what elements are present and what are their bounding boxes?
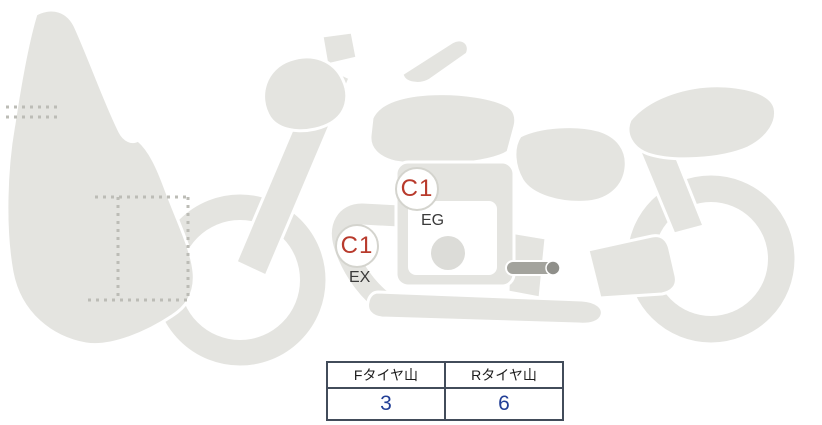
condition-code-ex: C1 xyxy=(340,232,374,259)
left-mirror xyxy=(320,30,359,67)
condition-code-eg: C1 xyxy=(400,175,434,202)
condition-label-ex: EX xyxy=(349,269,371,286)
condition-marker-ex: C1 xyxy=(335,224,379,268)
swingarm xyxy=(586,234,678,300)
cowl-stitch-lines xyxy=(6,105,190,302)
muffler xyxy=(366,290,604,326)
fuel-tank xyxy=(368,92,518,167)
tire-table-header-row: Fタイヤ山 Rタイヤ山 xyxy=(326,361,564,389)
condition-marker-eg: C1 xyxy=(395,167,439,211)
rear-tire-header: Rタイヤ山 xyxy=(444,361,564,389)
tire-table-value-row: 3 6 xyxy=(326,387,564,421)
handlebar xyxy=(262,30,359,133)
condition-label-eg: EG xyxy=(421,212,445,229)
front-cowl xyxy=(5,8,196,347)
seat xyxy=(513,125,628,204)
tire-tread-table: Fタイヤ山 Rタイヤ山 3 6 xyxy=(326,361,564,421)
front-tire-header: Fタイヤ山 xyxy=(326,361,446,389)
footpeg xyxy=(505,260,561,276)
tail-cowl xyxy=(626,84,778,161)
front-tire-value: 3 xyxy=(326,387,446,421)
rear-tire-value: 6 xyxy=(444,387,564,421)
engine-case-circle xyxy=(431,236,465,270)
right-mirror xyxy=(400,38,470,85)
